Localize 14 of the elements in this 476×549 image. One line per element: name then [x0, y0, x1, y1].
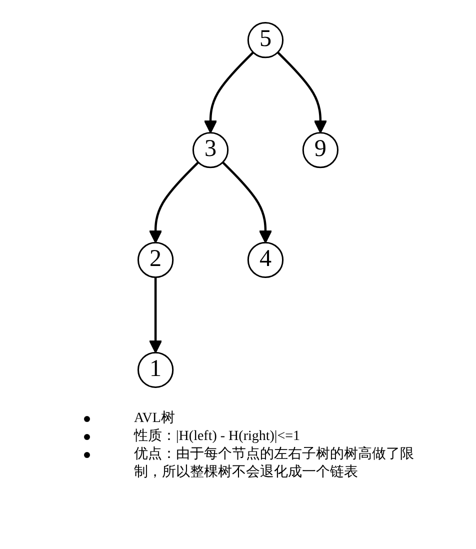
bullet-text: 性质：|H(left) - H(right)|<=1: [134, 428, 302, 446]
node-circle: 5: [247, 22, 284, 58]
bullet-text: 优点：由于每个节点的左右子树的树高做了限制，所以整棵树不会退化成一个链表: [134, 446, 415, 482]
arrow: [222, 161, 272, 244]
arrow: [204, 52, 254, 134]
arrow: [148, 161, 200, 244]
node-circle: 1: [137, 352, 174, 388]
arrow: [276, 52, 328, 134]
node-circle: 3: [192, 132, 229, 168]
bullet-text: AVL树: [134, 410, 176, 428]
node-circle: 4: [247, 242, 284, 278]
arrow: [148, 277, 162, 354]
node-circle: 2: [137, 242, 174, 278]
node-circle: 9: [302, 132, 339, 168]
